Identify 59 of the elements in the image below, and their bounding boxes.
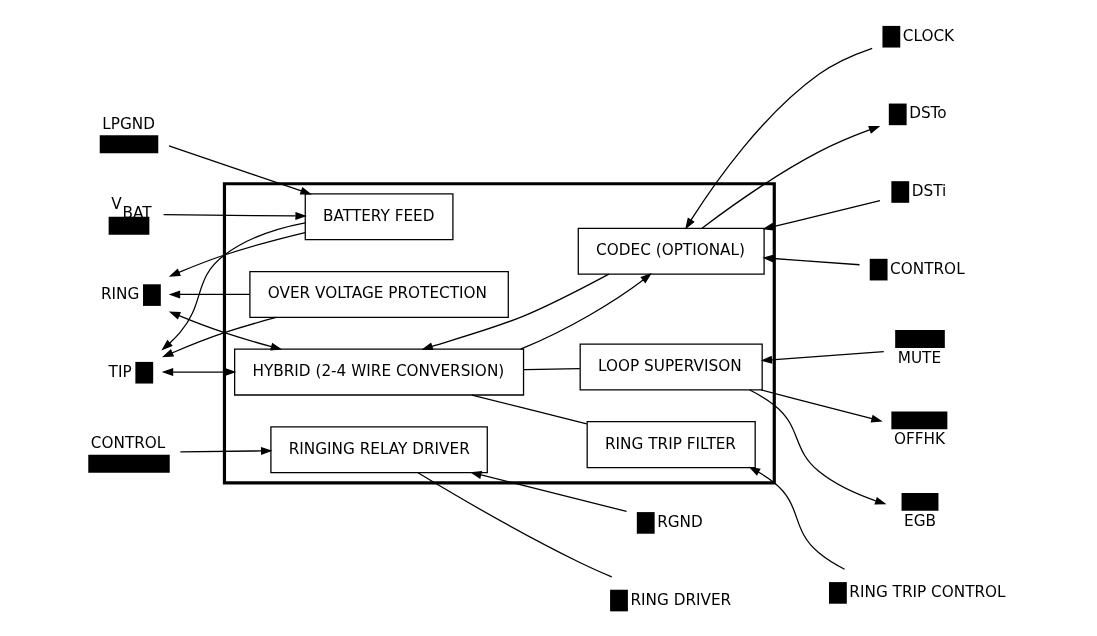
arrow [684, 47, 873, 230]
node-label: DSTo [908, 104, 947, 123]
node-label: CONTROL [889, 259, 965, 278]
arrow [160, 222, 306, 351]
node-label: RGND [656, 512, 703, 531]
node-box [134, 361, 153, 384]
arrow [168, 290, 250, 299]
arrow [761, 200, 881, 231]
arrow [469, 471, 627, 513]
arrow [420, 273, 609, 351]
node-box [901, 493, 938, 511]
node-box: HYBRID (2-4 WIRE CONVERSION) [233, 348, 524, 396]
arrow [167, 145, 312, 195]
arrow [760, 389, 883, 423]
arrow [179, 446, 272, 455]
node-box [142, 284, 161, 306]
node-label: TIP [108, 362, 132, 381]
arrow [168, 311, 282, 351]
node-label: RING DRIVER [629, 590, 731, 609]
connector [522, 367, 580, 371]
node-box [894, 330, 945, 348]
connector [470, 394, 587, 425]
node-box: RINGING RELAY DRIVER [269, 426, 488, 474]
arrow [700, 125, 880, 229]
arrow [760, 351, 884, 364]
node-label: OFFHK [893, 430, 945, 449]
arrow [161, 368, 236, 377]
arrow [519, 273, 652, 350]
node-box [890, 411, 947, 430]
arrow [161, 316, 277, 358]
node-box [108, 216, 149, 235]
node-box [888, 103, 907, 126]
arrow [162, 211, 307, 220]
node-box: CODEC (OPTIONAL) [577, 227, 765, 275]
node-box [869, 258, 888, 281]
node-box [881, 25, 900, 48]
node-label: DSTi [911, 181, 946, 200]
node-box: LOOP SUPERVISON [579, 343, 763, 391]
connector [416, 472, 612, 578]
node-box: OVER VOLTAGE PROTECTION [248, 270, 509, 318]
arrow [761, 254, 860, 266]
node-box [87, 454, 170, 473]
node-box [99, 135, 158, 154]
node-label: EGB [903, 511, 936, 530]
node-label: CLOCK [902, 26, 954, 45]
node-box: BATTERY FEED [304, 193, 454, 241]
node-label: RING TRIP CONTROL [848, 582, 1006, 601]
node-box [890, 181, 909, 203]
node-label: LPGND [101, 114, 155, 133]
node-box [636, 512, 655, 534]
node-box [828, 582, 847, 604]
node-box [609, 589, 628, 612]
node-box: RING TRIP FILTER [586, 421, 756, 469]
node-label: CONTROL [90, 433, 165, 452]
node-label: RING [100, 285, 139, 304]
node-label: MUTE [897, 348, 941, 367]
arrow [748, 466, 845, 570]
arrow [748, 389, 886, 505]
arrow [168, 231, 306, 277]
